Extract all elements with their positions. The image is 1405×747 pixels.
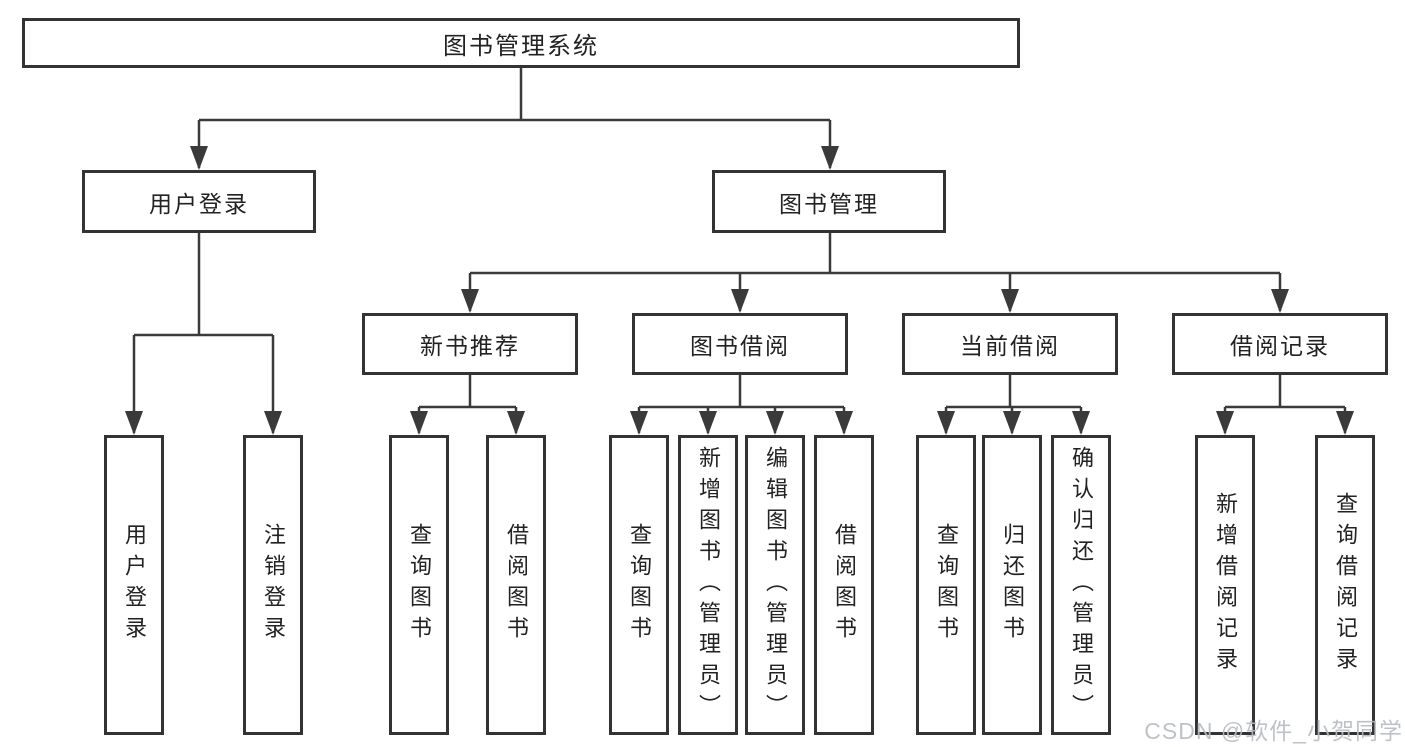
leaf-borrow-books-recommend: 借阅图书: [486, 435, 546, 735]
leaf-label: 查询图书: [627, 523, 652, 647]
leaf-label: 新增借阅记录: [1213, 492, 1238, 678]
leaf-logout: 注销登录: [243, 435, 303, 735]
node-borrowing-records: 借阅记录: [1172, 313, 1388, 375]
connector-root: [197, 68, 832, 168]
leaf-confirm-return-admin: 确认归还（管理员）: [1051, 435, 1111, 735]
connector-book-mgmt: [468, 233, 1282, 311]
leaf-query-books-borrow: 查询图书: [609, 435, 669, 735]
connector-borrow-record: [1223, 375, 1347, 433]
node-new-book-recommend: 新书推荐: [362, 313, 578, 375]
leaf-label: 注销登录: [261, 523, 286, 647]
node-label: 用户登录: [149, 190, 249, 217]
connector-new-book: [417, 375, 518, 433]
arrowheads-user-login: [125, 411, 282, 435]
leaf-add-borrow-record: 新增借阅记录: [1195, 435, 1255, 735]
node-user-login: 用户登录: [82, 170, 316, 233]
arrowheads-book-mgmt: [461, 289, 1289, 313]
leaf-label: 编辑图书（管理员）: [763, 445, 788, 725]
connector-user-login: [132, 233, 275, 433]
node-label: 图书管理: [779, 190, 879, 217]
leaf-return-books: 归还图书: [982, 435, 1042, 735]
node-label: 新书推荐: [420, 333, 520, 359]
node-label: 图书管理系统: [443, 32, 599, 60]
leaf-label: 借阅图书: [504, 523, 529, 647]
node-root-library-system: 图书管理系统: [22, 18, 1020, 68]
leaf-borrow-books: 借阅图书: [814, 435, 874, 735]
leaf-label: 用户登录: [122, 523, 147, 647]
arrowheads-current-borrow: [937, 411, 1090, 435]
leaf-user-login: 用户登录: [104, 435, 164, 735]
leaf-label: 归还图书: [1000, 523, 1025, 647]
leaf-query-books-recommend: 查询图书: [389, 435, 449, 735]
leaf-label: 查询图书: [407, 523, 432, 647]
arrowheads-root: [190, 146, 839, 170]
leaf-label: 借阅图书: [832, 523, 857, 647]
leaf-label: 新增图书（管理员）: [696, 445, 721, 725]
leaf-edit-books-admin: 编辑图书（管理员）: [745, 435, 805, 735]
leaf-label: 查询图书: [934, 523, 959, 647]
node-current-borrowing: 当前借阅: [902, 313, 1118, 375]
leaf-label: 查询借阅记录: [1333, 492, 1358, 678]
leaf-label: 确认归还（管理员）: [1069, 445, 1094, 725]
node-label: 借阅记录: [1230, 333, 1330, 359]
node-label: 图书借阅: [690, 333, 790, 359]
connector-book-borrow: [637, 375, 846, 433]
arrowheads-borrow-record: [1216, 411, 1354, 435]
leaf-query-borrow-record: 查询借阅记录: [1315, 435, 1375, 735]
leaf-add-books-admin: 新增图书（管理员）: [678, 435, 738, 735]
node-book-management: 图书管理: [712, 170, 946, 233]
node-label: 当前借阅: [960, 333, 1060, 359]
arrowheads-book-borrow: [630, 411, 853, 435]
arrowheads-new-book: [410, 411, 525, 435]
csdn-watermark: CSDN @软件_小贺同学: [1144, 718, 1403, 744]
node-book-borrowing: 图书借阅: [632, 313, 848, 375]
leaf-query-books-current: 查询图书: [916, 435, 976, 735]
